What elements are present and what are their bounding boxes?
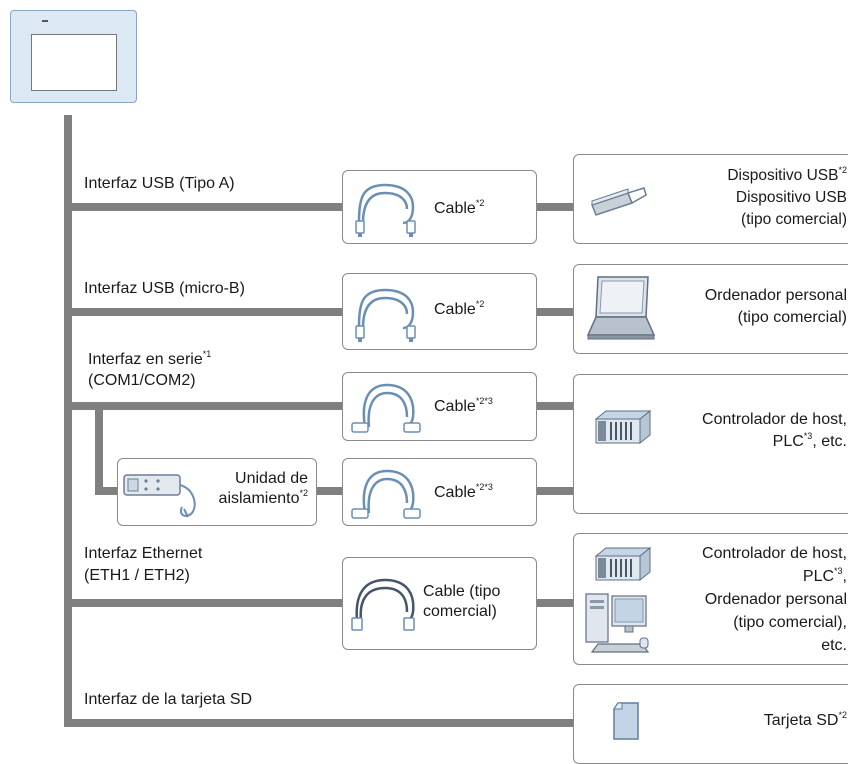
usb-device-box: Dispositivo USB*2 Dispositivo USB (tipo … (573, 154, 848, 244)
ethernet-device-line (537, 599, 573, 607)
laptop-icon (586, 276, 656, 340)
isolation-unit-box: Unidad de aislamiento*2 (117, 458, 317, 526)
sd-interface-label: Interfaz de la tarjeta SD (84, 691, 253, 708)
usb-cable-icon (355, 288, 416, 342)
sd-card-icon (613, 702, 639, 740)
usb-a-cable-box: Cable*2 (342, 170, 537, 244)
serial-device-label-line-2: PLC*3, etc. (772, 431, 847, 451)
ethernet-device-label-line-1: Controlador de host, (702, 545, 847, 562)
serial-device-line (537, 402, 573, 410)
pc-device-label: Ordenador personal (tipo comercial) (647, 285, 847, 329)
usb-stick-icon (591, 187, 647, 216)
ethernet-device-box: Controlador de host, PLC*3, Ordenador pe… (573, 533, 848, 665)
plc-icon (594, 546, 652, 582)
ethernet-line (64, 599, 342, 607)
ethernet-interface-label: Interfaz Ethernet (84, 545, 203, 562)
ethernet-device-label-line-4: (tipo comercial), (733, 614, 847, 631)
serial-cable-label-1: Cable*2*3 (434, 396, 493, 416)
pc-device-label-line-1: Ordenador personal (704, 287, 847, 304)
usb-cable-icon (355, 183, 416, 237)
usb-micro-cable-label: Cable*2 (434, 299, 485, 319)
serial-device-label: Controlador de host, PLC*3, etc. (647, 409, 847, 453)
serial-device-box: Controlador de host, PLC*3, etc. (573, 374, 848, 514)
ethernet-device-label-line-2: PLC*3, (802, 566, 847, 586)
ethernet-device-label: Controlador de host, PLC*3, Ordenador pe… (647, 542, 847, 657)
serial-cable-label-2: Cable*2*3 (434, 482, 493, 502)
pc-device-box: Ordenador personal (tipo comercial) (573, 264, 848, 354)
ethernet-device-label-line-5: etc. (821, 637, 847, 654)
usb-device-label: Dispositivo USB*2 Dispositivo USB (tipo … (647, 165, 847, 231)
usb-micro-device-line (537, 308, 573, 316)
isolation-unit-label-line-2: aislamiento*2 (218, 488, 308, 508)
ethernet-cable-label-line-1: Cable (tipo (423, 583, 501, 600)
pc-device-label-line-2: (tipo comercial) (737, 309, 847, 326)
serial-cable-icon (351, 383, 421, 433)
serial-interface-label: Interfaz en serie*1 (88, 349, 212, 369)
ethernet-cable-label-line-2: comercial) (423, 603, 497, 620)
trunk-line (64, 115, 72, 727)
sd-line (64, 719, 574, 727)
desktop-pc-icon (585, 593, 650, 653)
usb-a-interface-label: Interfaz USB (Tipo A) (84, 175, 235, 192)
ethernet-device-label-line-3: Ordenador personal (704, 591, 847, 608)
usb-device-label-line-3: (tipo comercial) (741, 211, 847, 228)
serial-cable-box-2: Cable*2*3 (342, 458, 537, 526)
ethernet-ports-label: (ETH1 / ETH2) (84, 567, 190, 584)
hmi-panel (10, 10, 137, 103)
usb-micro-line (64, 308, 342, 316)
usb-device-label-line-2: Dispositivo USB (735, 189, 847, 206)
serial-branch-line (95, 402, 103, 494)
serial-device-label-line-1: Controlador de host, (702, 411, 847, 428)
sd-device-label: Tarjeta SD*2 (763, 710, 847, 730)
usb-a-device-line (537, 203, 573, 211)
isolation-unit-label: Unidad de aislamiento*2 (198, 469, 308, 509)
isolation-cable-line (317, 487, 342, 495)
ethernet-cable-label: Cable (tipo comercial) (423, 582, 500, 622)
serial-line (64, 402, 342, 410)
serial-branch-stub (95, 487, 117, 495)
usb-a-cable-label: Cable*2 (434, 198, 485, 218)
plc-icon (594, 409, 652, 445)
isolation-unit-icon (123, 474, 196, 518)
sd-device-box: Tarjeta SD*2 (573, 684, 848, 764)
ethernet-cable-icon (351, 578, 415, 631)
serial-cable-box-1: Cable*2*3 (342, 372, 537, 441)
serial-cable-icon (351, 469, 421, 519)
usb-micro-interface-label: Interfaz USB (micro-B) (84, 280, 245, 297)
usb-device-label-line-1: Dispositivo USB*2 (727, 165, 847, 185)
usb-micro-cable-box: Cable*2 (342, 273, 537, 350)
hmi-panel-indicator (42, 20, 48, 22)
serial-ports-label: (COM1/COM2) (88, 372, 196, 389)
serial-2-device-line (537, 487, 573, 495)
ethernet-cable-box: Cable (tipo comercial) (342, 557, 537, 650)
usb-a-line (64, 203, 342, 211)
hmi-panel-screen (31, 34, 117, 91)
isolation-unit-label-line-1: Unidad de (235, 470, 308, 487)
